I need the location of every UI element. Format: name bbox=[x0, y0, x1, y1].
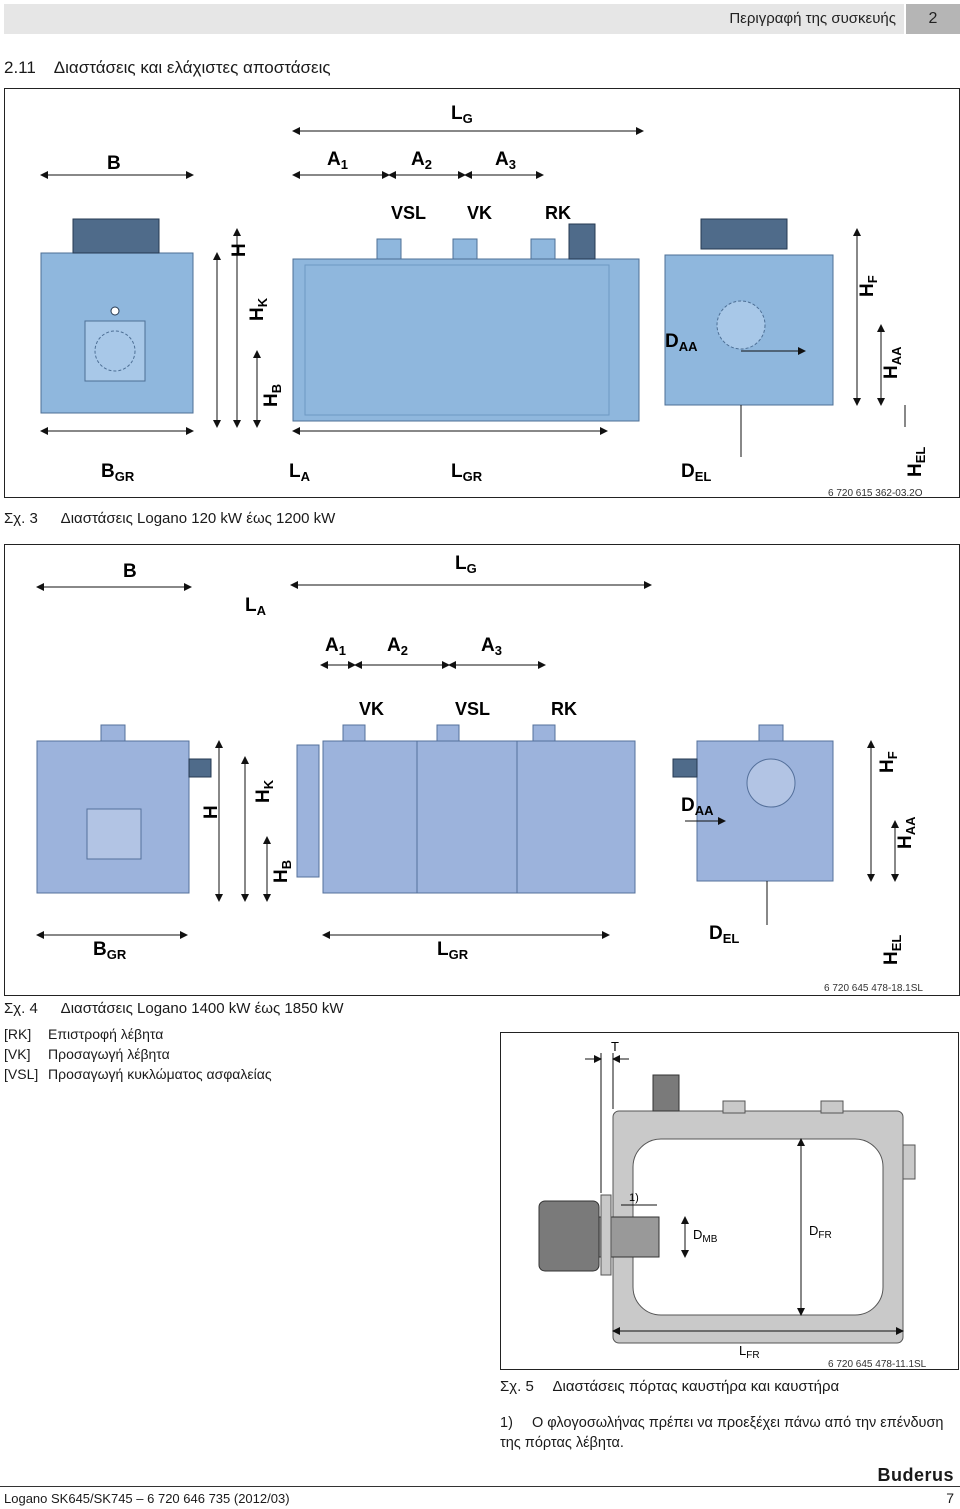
label-rk: RK bbox=[551, 699, 577, 719]
dim-lg: LG bbox=[451, 103, 473, 126]
dim-hk: HK bbox=[247, 297, 270, 321]
legend-item-vsl: [VSL]Προσαγωγή κυκλώματος ασφαλείας bbox=[4, 1066, 272, 1082]
dim-bgr: BGR bbox=[101, 461, 135, 484]
dim-hb: HB bbox=[261, 384, 284, 407]
dim-lgr: LGR bbox=[437, 939, 469, 962]
dim-a1: A1 bbox=[325, 635, 346, 658]
footnote: 1)Ο φλογοσωλήνας πρέπει να προεξέχει πάν… bbox=[500, 1415, 944, 1451]
figure-3-code: 6 720 615 362-03.2O bbox=[828, 488, 923, 499]
label-vk: VK bbox=[359, 699, 384, 719]
figure-3-svg: B LG A1 A2 A3 VSL VK RK BGR LA LGR DEL D… bbox=[40, 103, 928, 484]
figure-5-drawing: T 1) DMB DFR LFR bbox=[500, 1032, 959, 1370]
figure-5-caption: Σχ. 5 Διαστάσεις πόρτας καυστήρα και καυ… bbox=[500, 1378, 840, 1395]
dim-a2: A2 bbox=[411, 149, 432, 172]
dim-h: H bbox=[201, 805, 222, 819]
dim-del: DEL bbox=[681, 461, 711, 484]
page-number: 7 bbox=[946, 1490, 954, 1506]
dim-a1: A1 bbox=[327, 149, 348, 172]
dim-lg: LG bbox=[455, 553, 477, 576]
dim-hf: HF bbox=[877, 751, 900, 773]
label-vk: VK bbox=[467, 203, 492, 223]
figure-5-svg: T 1) DMB DFR LFR bbox=[538, 1039, 916, 1361]
label-vsl: VSL bbox=[455, 699, 490, 719]
brand-logo: Buderus bbox=[877, 1465, 954, 1485]
header-bar bbox=[4, 4, 904, 34]
figure-3-caption: Σχ. 3 Διαστάσεις Logano 120 kW έως 1200 … bbox=[4, 510, 336, 527]
legend-item-rk: [RK]Επιστροφή λέβητα bbox=[4, 1026, 164, 1042]
dim-lfr: LFR bbox=[739, 1343, 760, 1361]
dim-bgr: BGR bbox=[93, 939, 127, 962]
dim-haa: HAA bbox=[895, 816, 918, 849]
dim-daa: DAA bbox=[665, 331, 698, 354]
dim-b: B bbox=[123, 561, 137, 582]
figure-5-code: 6 720 645 478-11.1SL bbox=[828, 1359, 927, 1370]
figure-4-caption: Σχ. 4 Διαστάσεις Logano 1400 kW έως 1850… bbox=[4, 1000, 344, 1017]
dim-hel: HEL bbox=[881, 935, 904, 965]
dim-dmb: DMB bbox=[693, 1227, 718, 1245]
dim-a3: A3 bbox=[481, 635, 502, 658]
dim-hb: HB bbox=[271, 860, 294, 883]
dim-t: T bbox=[611, 1039, 619, 1054]
dim-hk: HK bbox=[253, 779, 276, 803]
figure-4-code: 6 720 645 478-18.1SL bbox=[824, 983, 923, 994]
dim-a2: A2 bbox=[387, 635, 408, 658]
dim-hel: HEL bbox=[905, 447, 928, 477]
dim-dfr: DFR bbox=[809, 1223, 832, 1241]
section-title: Διαστάσεις και ελάχιστες αποστάσεις bbox=[53, 58, 331, 77]
section-heading: 2.11 Διαστάσεις και ελάχιστες αποστάσεις bbox=[4, 58, 331, 78]
dim-b: B bbox=[107, 153, 121, 174]
dim-hf: HF bbox=[857, 275, 880, 297]
figure-3-drawing: B LG A1 A2 A3 VSL VK RK BGR LA LGR DEL D… bbox=[4, 88, 960, 498]
dim-daa: DAA bbox=[681, 795, 714, 818]
figure-4-svg: B LA LG A1 A2 A3 VK VSL RK BGR LGR DEL D… bbox=[36, 553, 918, 965]
note-ref: 1) bbox=[629, 1192, 639, 1204]
footer-rule bbox=[0, 1486, 960, 1487]
legend-item-vk: [VK]Προσαγωγή λέβητα bbox=[4, 1046, 170, 1062]
label-vsl: VSL bbox=[391, 203, 426, 223]
label-rk: RK bbox=[545, 203, 571, 223]
figure-4-drawing: B LA LG A1 A2 A3 VK VSL RK BGR LGR DEL D… bbox=[4, 544, 960, 996]
dim-a3: A3 bbox=[495, 149, 516, 172]
header-title: Περιγραφή της συσκευής bbox=[729, 10, 896, 27]
dim-la: LA bbox=[289, 461, 311, 484]
dim-del: DEL bbox=[709, 923, 739, 946]
dim-h: H bbox=[229, 243, 250, 257]
legend: [RK]Επιστροφή λέβητα [VK]Προσαγωγή λέβητ… bbox=[4, 1026, 272, 1082]
dim-lgr: LGR bbox=[451, 461, 483, 484]
page-header: Περιγραφή της συσκευής 2 bbox=[0, 0, 960, 36]
dim-la: LA bbox=[245, 595, 267, 618]
dim-haa: HAA bbox=[881, 346, 904, 379]
chapter-number: 2 bbox=[906, 4, 960, 34]
footer-doc: Logano SK645/SK745 – 6 720 646 735 (2012… bbox=[4, 1491, 290, 1506]
section-number: 2.11 bbox=[4, 58, 36, 77]
